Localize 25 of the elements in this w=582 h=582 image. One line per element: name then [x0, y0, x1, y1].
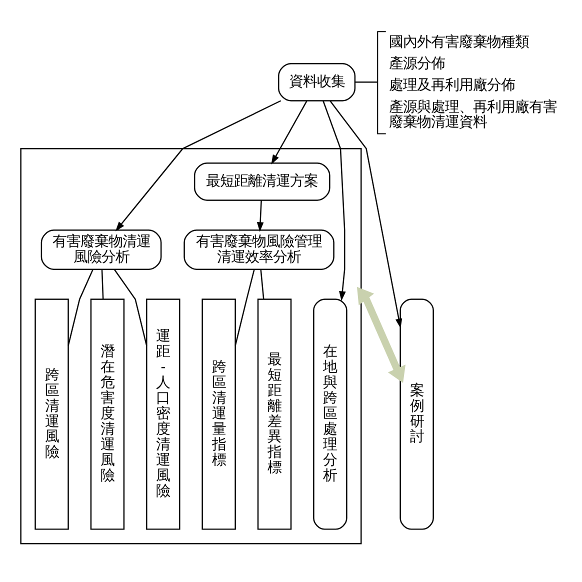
node-box: 案例研討 [400, 298, 434, 530]
arrow [256, 200, 264, 232]
arrow [115, 100, 282, 231]
connector [355, 81, 378, 82]
connector [68, 268, 94, 346]
arrow [322, 100, 346, 300]
connector [114, 268, 148, 346]
node-box: 資料收集 [278, 62, 356, 101]
arrow [271, 100, 308, 164]
node-box: 運距-人口密度清運風險 [146, 298, 180, 530]
connector [101, 268, 104, 299]
node-box: 在地與跨區處理分析 [313, 298, 348, 530]
connector [260, 268, 264, 299]
cluster [20, 148, 362, 544]
arrow [356, 286, 406, 382]
connector [234, 268, 255, 346]
node-box: 有害廢棄物清運風險分析 [40, 229, 162, 270]
arrow [330, 100, 402, 328]
node-box: 跨區清運量指標 [202, 298, 236, 530]
node-box: 最短距離清運方案 [194, 162, 330, 200]
node-text: 國內外有害廢棄物種類 產源分佈 處理及再利用廠分佈 產源與處理、再利用廠有害廢棄物清運資料 [388, 34, 557, 130]
node-box: 潛在危害度清運風險 [90, 298, 125, 530]
node-box: 有害廢棄物風險管理清運效率分析 [184, 229, 334, 270]
node-box: 跨區清運風險 [34, 298, 69, 530]
node-box: 最短距離差異指標 [257, 298, 292, 530]
